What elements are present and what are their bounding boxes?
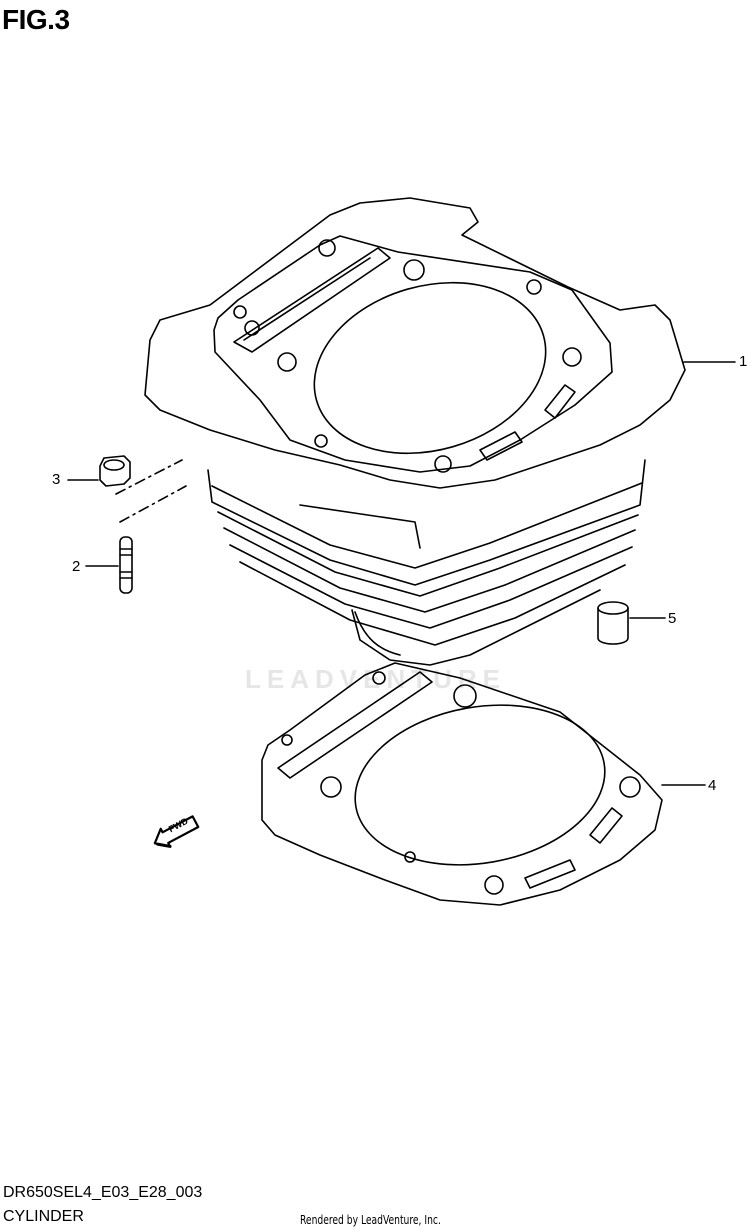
fwd-arrow-icon <box>153 815 200 848</box>
credit-text: Rendered by LeadVenture, Inc. <box>300 1213 441 1227</box>
callout-2: 2 <box>72 558 81 575</box>
diagram-code: DR650SEL4_E03_E28_003 <box>3 1184 203 1201</box>
part-4-base-gasket <box>261 662 706 906</box>
part-3-nut <box>67 455 131 487</box>
diagram-name: CYLINDER <box>3 1208 84 1225</box>
cylinder-fins <box>207 459 646 666</box>
callout-3: 3 <box>52 471 61 488</box>
callout-1: 1 <box>739 353 748 370</box>
cylinder-top-deck <box>144 197 686 489</box>
part-5-dowel <box>597 601 666 645</box>
callout-5: 5 <box>668 610 677 627</box>
callout-4: 4 <box>708 777 717 794</box>
install-dash-lines <box>115 459 187 523</box>
part-2-stud <box>85 536 133 594</box>
figure-title: FIG.3 <box>2 4 70 35</box>
